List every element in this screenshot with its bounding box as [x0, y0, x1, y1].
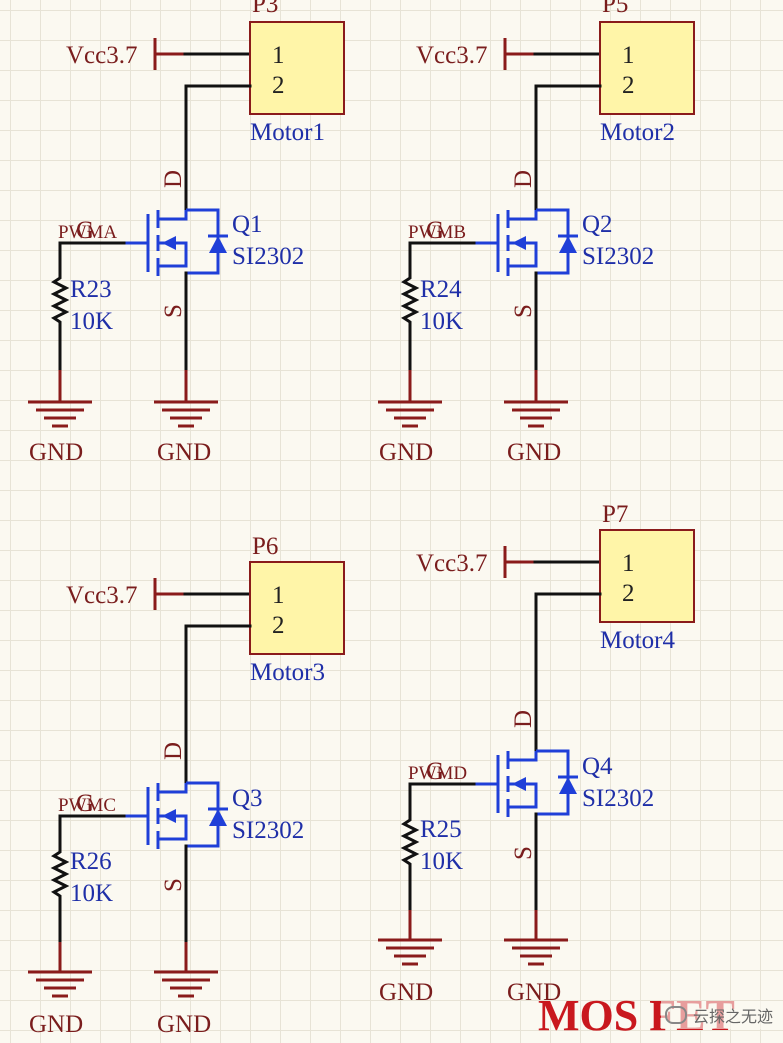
drain-wire — [184, 624, 252, 785]
motor-channel-1: Vcc3.7 P3 1 2 Motor1 D Q1 SI2302 S — [28, 0, 345, 466]
connector-name: Motor3 — [250, 659, 325, 686]
drain-label: D — [510, 710, 537, 728]
gate-label: G — [76, 790, 94, 817]
ground-symbol — [154, 970, 218, 998]
resistor-symbol — [50, 844, 70, 914]
motor-connector — [599, 21, 695, 115]
motor-connector — [599, 529, 695, 623]
connector-name: Motor1 — [250, 119, 325, 146]
motor-connector — [249, 21, 345, 115]
connector-pin-1: 1 — [272, 582, 285, 609]
drain-wire — [534, 84, 602, 212]
gate-label: G — [426, 758, 444, 785]
source-label: S — [510, 304, 537, 318]
mosfet-part: SI2302 — [582, 785, 654, 812]
connector-pin-2: 2 — [272, 612, 285, 639]
ground-symbol — [504, 400, 568, 428]
mosfet-symbol — [474, 208, 578, 276]
connector-pin-1: 1 — [622, 42, 635, 69]
connector-pin-2: 2 — [622, 72, 635, 99]
gate-label: G — [426, 217, 444, 244]
mosfet-part: SI2302 — [582, 243, 654, 270]
gate-wire — [58, 241, 126, 274]
drain-wire — [184, 84, 252, 212]
connector-designator: P5 — [602, 0, 628, 18]
resistor-designator: R23 — [70, 276, 112, 303]
mosfet-symbol — [474, 749, 578, 817]
motor-channel-4: Vcc3.7 P7 1 2 Motor4 D Q4 SI2302 S G PWM… — [378, 501, 695, 1006]
ground-label: GND — [507, 979, 561, 1006]
ground-label: GND — [379, 439, 433, 466]
connector-pin-1: 1 — [272, 42, 285, 69]
source-label: S — [510, 846, 537, 860]
ground-symbol — [504, 938, 568, 966]
connector-designator: P3 — [252, 0, 278, 18]
gate-wire — [58, 814, 126, 848]
ground-symbol — [154, 400, 218, 428]
resistor-value: 10K — [70, 308, 113, 335]
drain-label: D — [160, 742, 187, 760]
connector-designator: P7 — [602, 501, 628, 528]
resistor-designator: R24 — [420, 276, 462, 303]
connector-name: Motor2 — [600, 119, 675, 146]
gate-net-label: PWMD — [408, 763, 467, 784]
mosfet-designator: Q3 — [232, 785, 263, 812]
ground-label: GND — [157, 439, 211, 466]
resistor-value: 10K — [420, 848, 463, 875]
vcc-label: Vcc3.7 — [416, 550, 488, 577]
ground-symbol — [28, 970, 92, 998]
mosfet-part: SI2302 — [232, 817, 304, 844]
resistor-symbol — [400, 812, 420, 882]
mosfet-designator: Q1 — [232, 211, 263, 238]
gate-net-label: PWMC — [58, 795, 116, 816]
gate-wire — [408, 782, 476, 816]
mosfet-designator: Q2 — [582, 211, 613, 238]
ground-label: GND — [507, 439, 561, 466]
drain-label: D — [160, 170, 187, 188]
resistor-designator: R26 — [70, 848, 112, 875]
connector-pin-2: 2 — [272, 72, 285, 99]
watermark-text: 云探之无迹 — [692, 1007, 773, 1026]
vcc-label: Vcc3.7 — [416, 42, 488, 69]
connector-pin-1: 1 — [622, 550, 635, 577]
watermark: 云探之无迹 — [660, 1001, 777, 1029]
gate-net-label: PWMA — [58, 222, 117, 243]
source-label: S — [160, 878, 187, 892]
drain-wire — [534, 592, 602, 753]
ground-symbol — [378, 400, 442, 428]
motor-channel-3: Vcc3.7 P6 1 2 Motor3 D Q3 SI2302 S G PWM… — [28, 533, 345, 1038]
ground-label: GND — [29, 1011, 83, 1038]
resistor-value: 10K — [70, 880, 113, 907]
connector-designator: P6 — [252, 533, 278, 560]
ground-label: GND — [29, 439, 83, 466]
ground-symbol — [28, 400, 92, 428]
chat-bubble-icon — [664, 1006, 687, 1024]
resistor-value: 10K — [420, 308, 463, 335]
gate-net-label: PWMB — [408, 222, 466, 243]
mosfet-symbol — [124, 781, 228, 849]
vcc-label: Vcc3.7 — [66, 42, 138, 69]
ground-label: GND — [379, 979, 433, 1006]
gate-wire — [408, 241, 476, 274]
ground-label: GND — [157, 1011, 211, 1038]
motor-channel-2: Vcc3.7 P5 1 2 Motor2 D Q2 SI2302 S G PWM… — [378, 0, 695, 466]
resistor-symbol — [400, 270, 420, 342]
mosfet-symbol — [124, 208, 228, 276]
resistor-symbol — [50, 270, 70, 342]
mosfet-part: SI2302 — [232, 243, 304, 270]
mosfet-designator: Q4 — [582, 753, 613, 780]
resistor-designator: R25 — [420, 816, 462, 843]
gate-label: G — [76, 217, 94, 244]
ground-symbol — [378, 938, 442, 966]
source-label: S — [160, 304, 187, 318]
drain-label: D — [510, 170, 537, 188]
vcc-label: Vcc3.7 — [66, 582, 138, 609]
motor-connector — [249, 561, 345, 655]
connector-pin-2: 2 — [622, 580, 635, 607]
connector-name: Motor4 — [600, 627, 676, 654]
